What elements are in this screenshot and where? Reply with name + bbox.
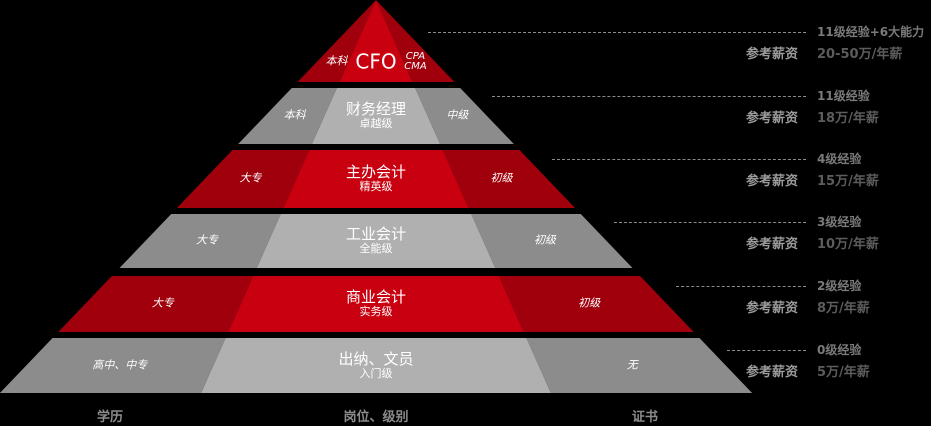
tier-1-education: 本科 (325, 54, 348, 68)
tier-1-position-segment (339, 0, 413, 82)
salary-value: 18万/年薪 (817, 111, 879, 126)
tier-6-level: 入门级 (359, 366, 393, 380)
tier-5-certificate: 初级 (578, 296, 601, 310)
tier-6-education: 高中、中专 (92, 358, 148, 372)
tier-6-certificate: 无 (626, 358, 638, 372)
tier-4-certificate-segment (471, 214, 633, 268)
experience-requirement: 0级经验 (817, 343, 862, 357)
tier-3-education-segment (176, 150, 310, 208)
experience-requirement: 3级经验 (817, 215, 862, 229)
leader-line (614, 222, 806, 223)
tier-1-certificate-segment (376, 0, 455, 82)
tier-2-certificate-segment (415, 88, 514, 144)
tier-5-education: 大专 (151, 296, 174, 310)
career-pyramid (0, 0, 753, 393)
tier-4-level: 全能级 (359, 242, 393, 256)
reference-salary-label: 参考薪资 (746, 47, 799, 62)
reference-salary-label: 参考薪资 (746, 301, 799, 316)
tier-2-education: 本科 (283, 108, 306, 122)
tier-2-position: 财务经理卓越级 (345, 100, 407, 131)
tier-5-position: 商业会计实务级 (345, 288, 407, 319)
leader-line (492, 96, 806, 97)
tier-5-level: 实务级 (359, 305, 393, 319)
tier-2-title: 财务经理 (345, 100, 407, 119)
tier-3-education: 大专 (239, 171, 262, 185)
tier-3-position: 主办会计精英级 (345, 163, 407, 194)
tier-2-education-segment (238, 88, 337, 144)
tier-5-position-segment (228, 276, 524, 332)
salary-value: 15万/年薪 (817, 174, 879, 189)
tier-4-position-segment (256, 214, 496, 268)
reference-salary-label: 参考薪资 (746, 237, 799, 252)
tier-4-certificate: 初级 (533, 233, 556, 247)
cert-cma: CMA (404, 61, 427, 72)
cert-cpa: CPA (405, 51, 426, 62)
leader-line (676, 286, 806, 287)
salary-value: 10万/年薪 (817, 237, 879, 252)
experience-requirement: 11级经验 (817, 89, 870, 103)
reference-salary-label: 参考薪资 (746, 174, 799, 189)
salary-value: 8万/年薪 (817, 301, 870, 316)
tier-6-certificate-segment (526, 338, 753, 393)
tier-2-position-segment (311, 88, 441, 144)
leader-line (727, 350, 806, 351)
tier-6-position: 出纳、文员入门级 (338, 349, 414, 381)
tier-6-position-segment (201, 338, 551, 393)
tier-5-certificate-segment (498, 276, 694, 332)
tier-1-education-segment (297, 0, 376, 82)
reference-salary-label: 参考薪资 (746, 111, 799, 126)
experience-requirement: 2级经验 (817, 279, 862, 293)
leader-line (428, 32, 806, 33)
tier-4-education: 大专 (196, 233, 219, 247)
tier-6-education-segment (0, 338, 226, 393)
salary-value: 20-50万/年薪 (817, 47, 903, 62)
tier-2-certificate: 中级 (446, 108, 469, 122)
footer-certificate-label: 证书 (631, 410, 659, 425)
tier-3-title: 主办会计 (345, 163, 407, 182)
reference-salary-label: 参考薪资 (746, 365, 799, 380)
experience-requirement: 11级经验+6大能力 (817, 25, 925, 39)
tier-4-position: 工业会计全能级 (345, 225, 407, 256)
leader-line (552, 159, 806, 160)
tier-6-title: 出纳、文员 (338, 349, 414, 368)
footer-education-label: 学历 (96, 410, 124, 425)
tier-3-certificate-segment (442, 150, 576, 208)
tier-3-level: 精英级 (359, 180, 393, 194)
tier-5-title: 商业会计 (345, 288, 407, 307)
tier-4-title: 工业会计 (345, 225, 407, 244)
footer-position-label: 岗位、级别 (343, 410, 409, 425)
tier-5-education-segment (58, 276, 254, 332)
tier-3-certificate: 初级 (490, 171, 513, 185)
tier-1-title: CFO (355, 49, 397, 74)
experience-requirement: 4级经验 (817, 152, 862, 166)
tier-4-education-segment (119, 214, 281, 268)
tier-2-level: 卓越级 (359, 117, 393, 131)
tier-3-position-segment (283, 150, 469, 208)
salary-value: 5万/年薪 (817, 365, 870, 380)
